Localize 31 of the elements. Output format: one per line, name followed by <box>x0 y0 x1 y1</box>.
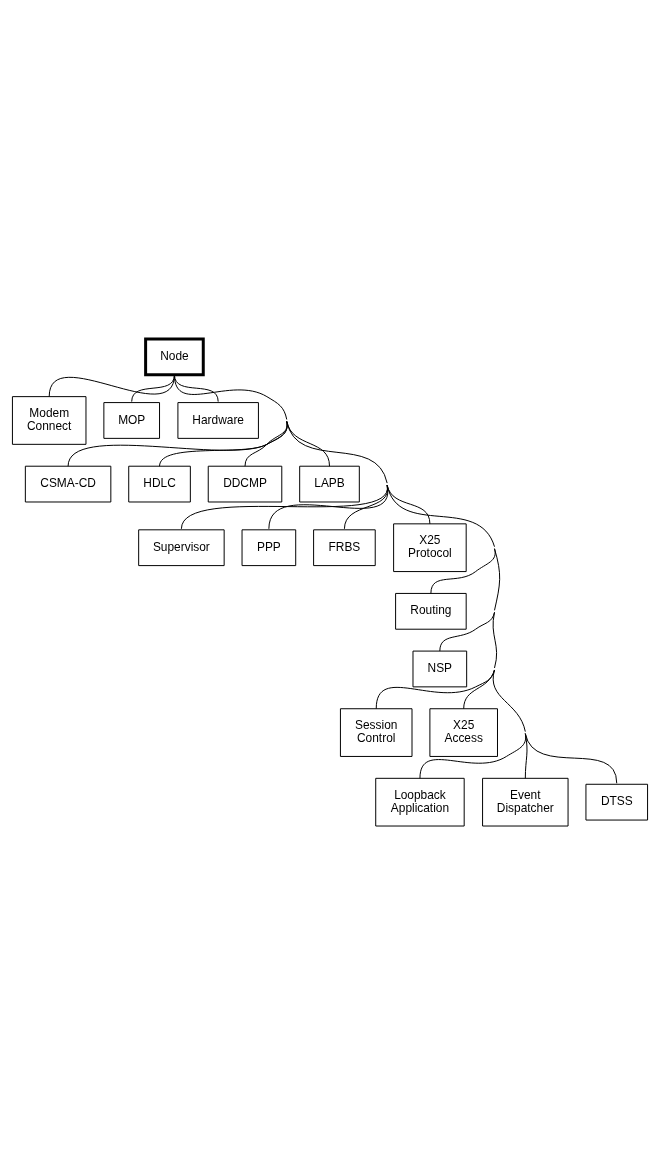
connector <box>419 669 527 779</box>
node-box: HDLC <box>128 465 191 503</box>
connector <box>386 484 496 594</box>
connector <box>524 733 618 784</box>
node-box: DDCMP <box>207 465 283 503</box>
node-box: Hardware <box>177 402 259 439</box>
node-box: NSP <box>412 650 468 688</box>
node-box: PPP <box>241 529 297 567</box>
node-box: Event Dispatcher <box>482 777 569 827</box>
connector <box>159 421 288 467</box>
connector <box>244 421 288 467</box>
node-box: LAPB <box>299 465 360 503</box>
node-box: X25 Access <box>429 708 498 757</box>
node-box: X25 Protocol <box>393 523 467 573</box>
connector <box>386 484 431 525</box>
node-box: MOP <box>103 402 161 439</box>
node-box: Session Control <box>339 708 413 757</box>
node-box: FRBS <box>313 529 376 567</box>
node-box: Node <box>144 337 205 377</box>
connector <box>439 548 501 652</box>
connector <box>180 421 388 530</box>
connector <box>67 374 288 467</box>
node-box: DTSS <box>585 783 649 821</box>
connector <box>375 611 498 710</box>
connector <box>48 374 175 398</box>
node-box: Modem Connect <box>11 396 87 445</box>
node-box: Supervisor <box>138 529 225 567</box>
node-box: Loopback Application <box>375 777 465 827</box>
node-box: CSMA-CD <box>24 465 112 503</box>
connector <box>131 374 175 403</box>
node-box: Routing <box>395 592 467 630</box>
